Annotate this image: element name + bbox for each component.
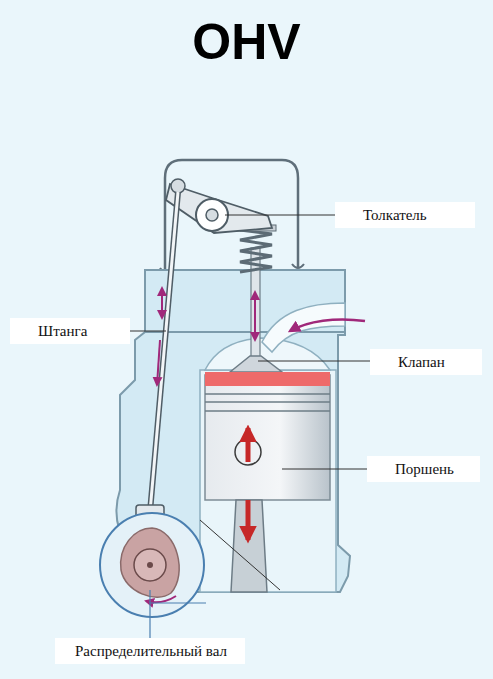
piston-ring	[205, 410, 330, 412]
piston-ring	[205, 393, 330, 395]
diagram-title: OHV	[0, 12, 493, 72]
part-label: Клапан	[370, 349, 482, 375]
camshaft-center	[147, 562, 153, 568]
cylinder-bore	[200, 370, 336, 592]
piston-down-arrow	[246, 500, 251, 540]
leader-line	[225, 215, 335, 216]
pushrod-outline	[150, 192, 178, 512]
part-label: Распределительный вал	[55, 638, 245, 664]
pushrod-down-arrow	[157, 340, 160, 385]
valve-spring	[240, 230, 272, 272]
piston	[205, 375, 330, 500]
leader-line	[149, 590, 150, 640]
leader-line	[282, 469, 367, 470]
camshaft-core	[134, 549, 166, 581]
adjuster-ball	[171, 179, 185, 193]
intake-port	[262, 303, 345, 352]
leader-line	[200, 520, 280, 590]
pushrod-up-arrow	[161, 288, 163, 318]
part-label: Штанга	[10, 318, 130, 344]
leader-line	[258, 361, 370, 362]
valve-head	[230, 356, 282, 372]
valve-motion-arrow	[254, 292, 256, 340]
rocker-shaft	[206, 209, 218, 221]
cam-lobe	[121, 528, 180, 597]
part-label: Толкатель	[335, 202, 475, 228]
intake-flow-arrow	[290, 319, 365, 331]
valve-cover-wire	[165, 160, 298, 272]
part-label: Поршень	[367, 456, 480, 482]
connecting-rod	[231, 500, 267, 592]
rocker-pivot	[196, 199, 228, 231]
leader-line	[150, 602, 206, 603]
leader-line	[130, 331, 166, 332]
piston-up-arrow	[246, 428, 251, 462]
pushrod	[150, 192, 178, 512]
head-gasket-line	[145, 331, 345, 333]
camshaft-circle	[100, 513, 204, 617]
combustion-glow	[205, 372, 330, 386]
piston-ring	[205, 401, 330, 403]
